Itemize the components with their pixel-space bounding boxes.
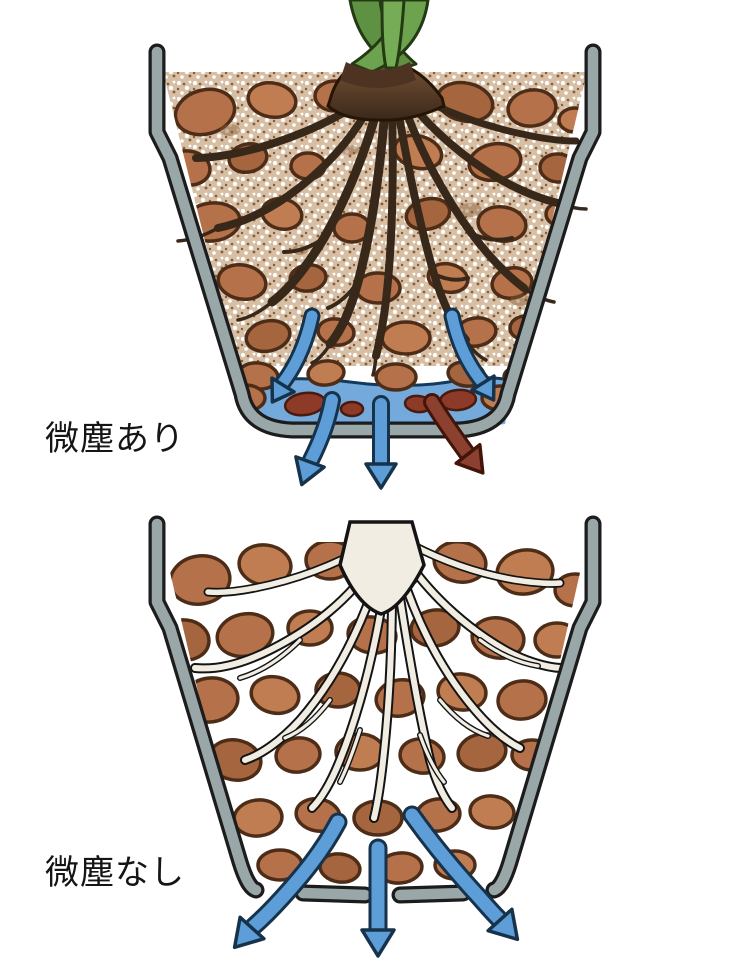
drain-arrow-left-clear [294, 391, 341, 487]
water-seep-arrow-right [443, 307, 496, 402]
clean-root-system [190, 520, 565, 823]
drain-arrow-center-free [360, 838, 396, 958]
drain-arrow-right-free [402, 805, 520, 942]
stem-soil-transition [340, 62, 416, 88]
white-root-branches [190, 540, 565, 823]
dirty-root-system [176, 58, 588, 377]
dirt-blotches [220, 124, 530, 306]
drain-arrow-muddy [423, 393, 485, 475]
pot-bottom [148, 515, 602, 904]
water-seep-arrow-left [270, 307, 321, 404]
pot-with-fines-illustration [148, 0, 602, 490]
pot-without-fines-illustration [148, 515, 602, 958]
drain-arrow-center-clear [364, 395, 398, 490]
drain-arrow-left-free [232, 812, 348, 950]
plant-stem [340, 0, 430, 88]
white-root-crown [338, 520, 426, 616]
caption-with-fines: 微塵あり [45, 420, 185, 458]
caption-without-fines: 微塵なし [45, 854, 185, 892]
